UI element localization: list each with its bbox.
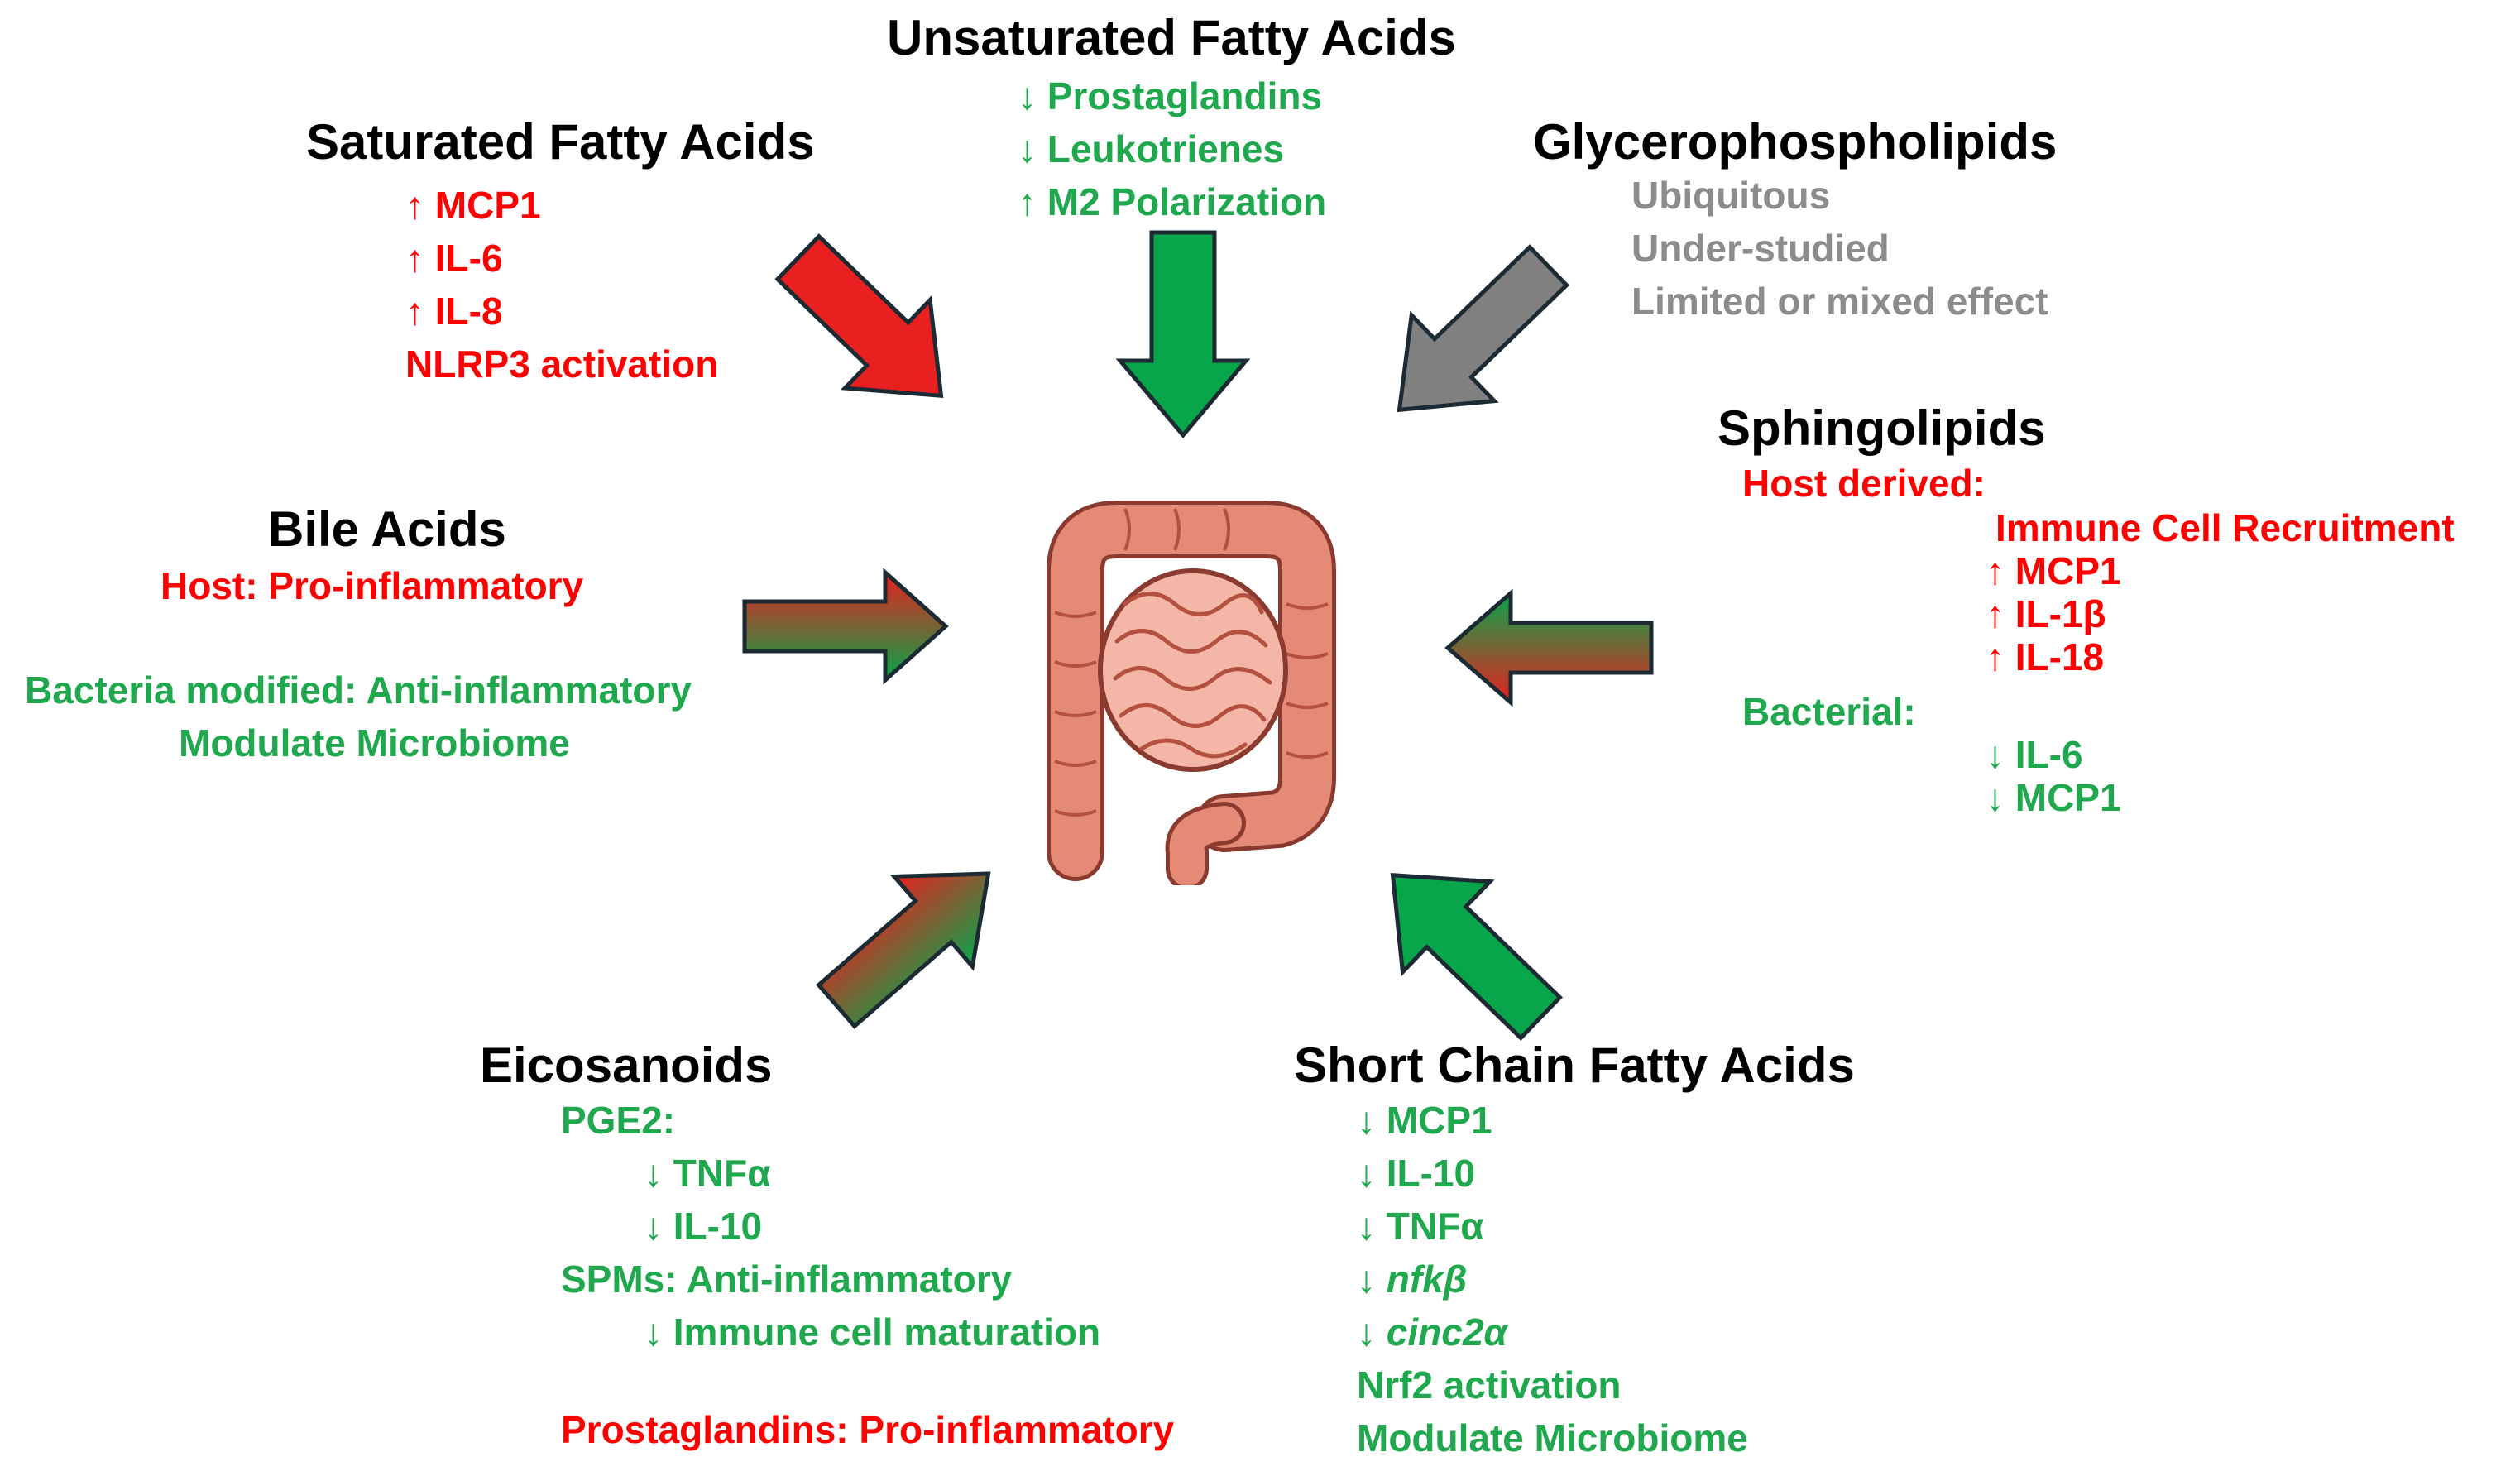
saturated-arrow <box>774 233 944 399</box>
bile-microbiome: Modulate Microbiome <box>179 721 570 764</box>
sphingo-host-label: Host derived: <box>1742 462 1986 505</box>
glycero-line: Limited or mixed effect <box>1631 280 2048 323</box>
eicosanoids-arrow <box>816 871 991 1029</box>
eicosanoids-pge2-line: ↓ IL-10 <box>644 1205 763 1248</box>
saturated-line: ↑ IL-8 <box>405 290 503 333</box>
bile-host: Host: Pro-inflammatory <box>160 564 584 607</box>
scfa-line: Nrf2 activation <box>1357 1363 1622 1407</box>
sphingo-host-line: ↑ IL-1β <box>1986 592 2106 635</box>
bile-arrow <box>742 568 949 685</box>
bile-group: Bile Acids <box>268 500 506 559</box>
scfa-line: ↓ nfkβ <box>1357 1258 1468 1301</box>
eicosanoids-spms-line: ↓ Immune cell maturation <box>644 1311 1101 1354</box>
scfa-arrow <box>1390 873 1564 1041</box>
sphingo-arrow <box>1444 588 1654 707</box>
saturated-group: Saturated Fatty Acids <box>306 113 815 172</box>
glycero-group: Glycerophospholipids <box>1533 113 2057 172</box>
bile-title: Bile Acids <box>268 501 506 557</box>
scfa-group: Short Chain Fatty Acids <box>1294 1036 1855 1095</box>
sphingo-host-line: ↑ MCP1 <box>1986 549 2121 592</box>
eicosanoids-pge2: PGE2: <box>561 1099 676 1142</box>
sphingo-host-line: ↑ IL-18 <box>1986 635 2105 678</box>
scfa-line: ↓ TNFα <box>1357 1205 1484 1248</box>
unsaturated-line: ↑ M2 Polarization <box>1018 180 1327 223</box>
unsaturated-title: Unsaturated Fatty Acids <box>887 10 1456 65</box>
sphingo-title: Sphingolipids <box>1718 400 2046 456</box>
scfa-line: Modulate Microbiome <box>1357 1416 1748 1459</box>
scfa-line: ↓ IL-10 <box>1357 1152 1476 1195</box>
scfa-title: Short Chain Fatty Acids <box>1294 1038 1855 1093</box>
eicosanoids-pge2-line: ↓ TNFα <box>644 1152 771 1195</box>
scfa-line: ↓ cinc2α <box>1357 1311 1507 1354</box>
saturated-line: ↑ IL-6 <box>405 237 503 280</box>
unsaturated-line: ↓ Prostaglandins <box>1018 74 1323 117</box>
saturated-title: Saturated Fatty Acids <box>306 114 815 170</box>
eicosanoids-spms: SPMs: Anti-inflammatory <box>561 1258 1013 1301</box>
eicosanoids-prosta: Prostaglandins: Pro-inflammatory <box>561 1408 1175 1451</box>
glycero-line: Ubiquitous <box>1631 174 1831 217</box>
eicosanoids-group: Eicosanoids <box>480 1036 772 1095</box>
scfa-line: ↓ MCP1 <box>1357 1099 1492 1142</box>
unsaturated-group: Unsaturated Fatty Acids <box>887 8 1456 68</box>
saturated-line: ↑ MCP1 <box>405 184 541 227</box>
sphingo-host-line: Immune Cell Recruitment <box>1995 506 2455 549</box>
sphingo-bact-line: ↓ MCP1 <box>1986 776 2121 819</box>
glycero-line: Under-studied <box>1631 227 1890 270</box>
glycero-title: Glycerophospholipids <box>1533 114 2058 170</box>
eicosanoids-title: Eicosanoids <box>480 1038 773 1093</box>
unsaturated-arrow <box>1115 230 1251 438</box>
intestine-icon <box>1047 501 1336 885</box>
saturated-line: NLRP3 activation <box>405 343 719 386</box>
bile-bacteria: Bacteria modified: Anti-inflammatory <box>25 669 692 712</box>
sphingo-bact-line: ↓ IL-6 <box>1986 733 2083 776</box>
sphingo-group: Sphingolipids <box>1718 399 2046 458</box>
unsaturated-line: ↓ Leukotrienes <box>1018 127 1285 170</box>
glycero-arrow <box>1397 244 1570 413</box>
sphingo-bact-label: Bacterial: <box>1742 690 1916 733</box>
